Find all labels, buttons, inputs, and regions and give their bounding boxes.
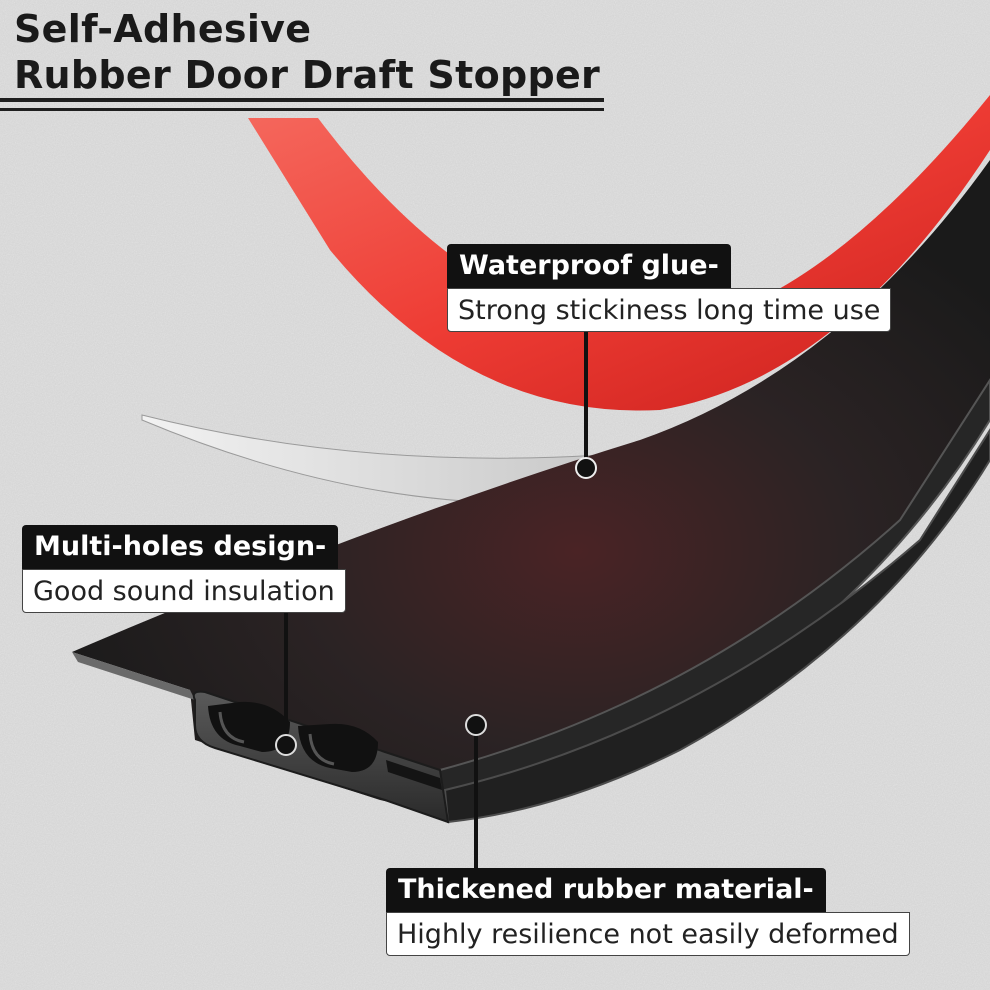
hollow-tube-section [192, 690, 450, 824]
callout-glue-heading: Waterproof glue- [447, 244, 731, 288]
callout-glue-detail: Strong stickiness long time use [447, 288, 892, 332]
title-block: Self-Adhesive Rubber Door Draft Stopper [14, 6, 600, 98]
holes-pointer [275, 612, 297, 756]
title-underline-top [0, 98, 604, 102]
title-line-1: Self-Adhesive [14, 7, 312, 51]
callout-holes-detail: Good sound insulation [22, 569, 346, 613]
glue-pointer [575, 330, 597, 479]
title-line-2: Rubber Door Draft Stopper [14, 53, 601, 97]
callout-rubber-heading: Thickened rubber material- [386, 868, 826, 912]
callout-holes-heading: Multi-holes design- [22, 525, 339, 569]
rubber-strip-body [72, 160, 990, 824]
callout-rubber-detail: Highly resilience not easily deformed [386, 912, 910, 956]
title-underline-bottom [0, 108, 604, 111]
rubber-pointer [465, 714, 487, 868]
